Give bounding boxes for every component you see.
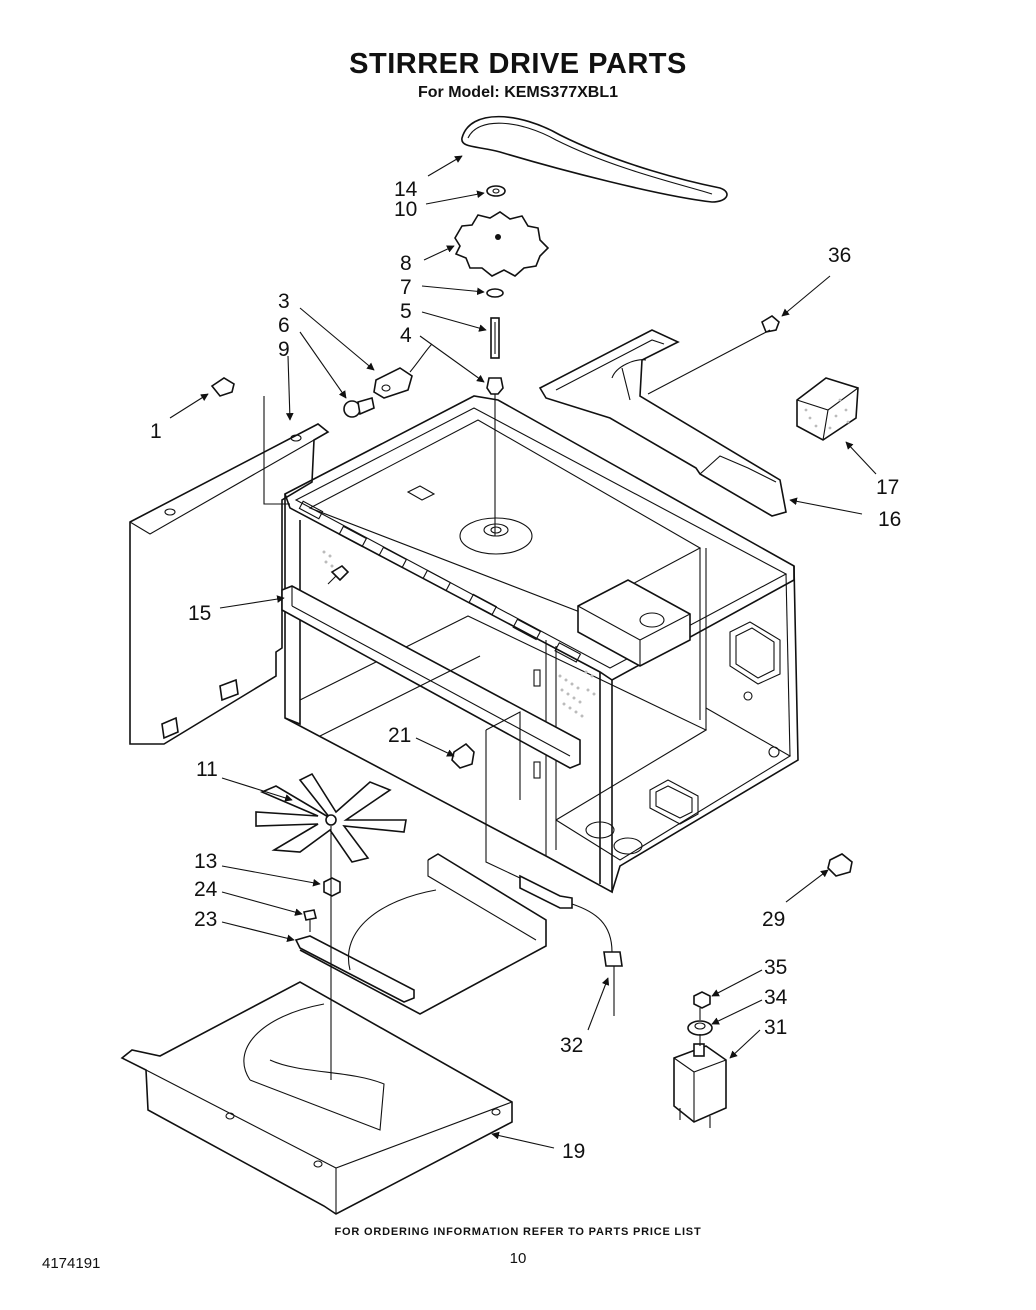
nut-part-35: [693, 991, 711, 1009]
duct-cover-part: [538, 329, 787, 517]
clip-part-1: [210, 377, 235, 397]
bracket-part-23: [294, 935, 415, 1003]
callout-5: 5: [400, 300, 412, 323]
callout-4: 4: [400, 324, 412, 347]
washer-part-7: [486, 288, 504, 298]
leader-lines: [169, 155, 877, 1149]
stirrer-motor-part: [673, 1043, 727, 1128]
callout-6: 6: [278, 314, 290, 337]
callout-19: 19: [562, 1140, 585, 1163]
bushing-part-4: [486, 377, 504, 395]
callout-21: 21: [388, 724, 411, 747]
callout-17: 17: [876, 476, 899, 499]
page-number: 10: [509, 1250, 527, 1267]
callout-32: 32: [560, 1034, 583, 1057]
callout-11: 11: [196, 758, 218, 781]
stirrer-cover-part: [299, 853, 547, 1015]
callout-1: 1: [150, 420, 162, 443]
rivet-part-24: [303, 909, 317, 932]
callout-labels: 14 10 8 7 5 4 36 3 6 9 1 17 16 15 21 11 …: [150, 178, 901, 1163]
callout-24: 24: [194, 878, 218, 901]
clip-part-21: [451, 742, 475, 769]
callout-34: 34: [764, 986, 788, 1009]
callout-9: 9: [278, 338, 290, 361]
foam-block-part: [796, 377, 859, 441]
callout-3: 3: [278, 290, 290, 313]
callout-14: 14: [394, 178, 418, 201]
vent-grille: [322, 550, 596, 718]
callout-15: 15: [188, 602, 211, 625]
lamp-bulb-part: [343, 396, 375, 418]
callout-29: 29: [762, 908, 785, 931]
callout-7: 7: [400, 276, 412, 299]
stirrer-pulley-part: [454, 211, 550, 277]
callout-10: 10: [394, 198, 417, 221]
callout-13: 13: [194, 850, 217, 873]
callout-8: 8: [400, 252, 412, 275]
alignment-lines: [319, 329, 771, 1080]
nut-part-10: [486, 185, 506, 197]
stirrer-blade-part: [255, 772, 407, 863]
bottom-plate-part: [120, 981, 513, 1215]
shaft-part-5: [490, 317, 500, 359]
callout-36: 36: [828, 244, 851, 267]
callout-31: 31: [764, 1016, 787, 1039]
screw-part-36: [761, 315, 780, 333]
model-subtitle: For Model: KEMS377XBL1: [417, 84, 619, 101]
lamp-socket-part: [373, 343, 433, 399]
coupler-part-34: [687, 1020, 713, 1036]
document-number: 4174191: [42, 1255, 101, 1272]
page-title: STIRRER DRIVE PARTS: [349, 48, 687, 80]
nut-part-13: [323, 877, 341, 897]
callout-23: 23: [194, 908, 217, 931]
probe-sensor-part: [519, 874, 623, 1016]
callout-16: 16: [878, 508, 901, 531]
ordering-note: FOR ORDERING INFORMATION REFER TO PARTS …: [334, 1226, 702, 1238]
drive-belt-part: [461, 115, 728, 203]
clip-part-29: [827, 853, 853, 877]
callout-35: 35: [764, 956, 787, 979]
cabinet-frame: [281, 395, 799, 894]
side-panel-part: [129, 396, 330, 745]
